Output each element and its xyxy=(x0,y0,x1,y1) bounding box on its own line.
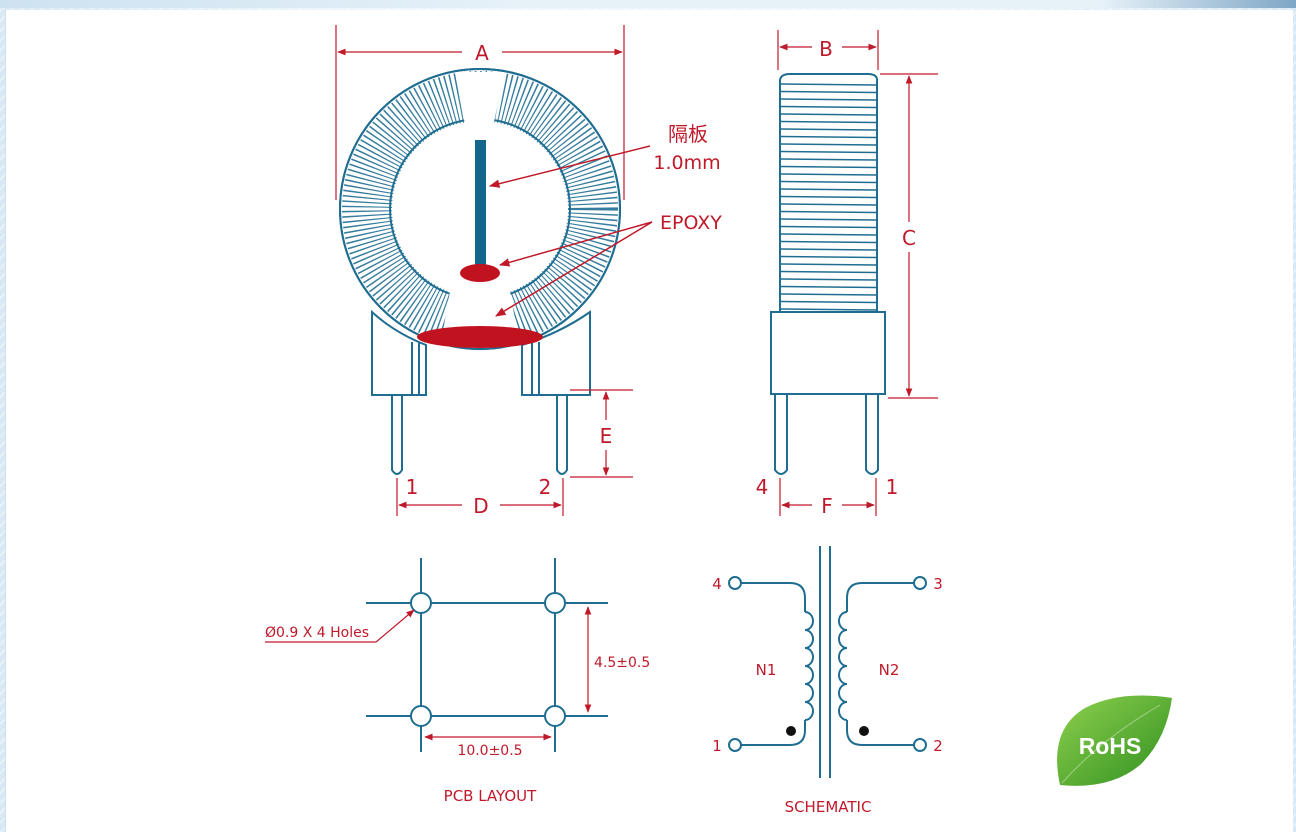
winding-turn xyxy=(780,150,877,154)
pcb-hole xyxy=(544,592,566,614)
pcb-hole xyxy=(410,705,432,727)
winding-turn xyxy=(780,270,877,274)
winding-turn xyxy=(780,285,877,289)
pcb-dimensions xyxy=(265,606,592,741)
winding-turn xyxy=(780,248,877,251)
winding-turn xyxy=(780,255,877,259)
front-view xyxy=(339,68,621,475)
dimension-f-label: F xyxy=(821,494,833,518)
winding-turn xyxy=(780,120,877,124)
side-windings xyxy=(780,83,877,311)
winding-turn xyxy=(780,158,877,161)
winding-turn xyxy=(780,173,877,176)
pcb-layout-title: PCB LAYOUT xyxy=(444,787,538,805)
polarity-dot-n2 xyxy=(859,726,869,736)
coil-holder-base xyxy=(371,309,591,396)
winding-turn xyxy=(780,293,877,296)
dimension-b xyxy=(777,30,879,70)
dimension-a xyxy=(335,25,625,200)
winding-turn xyxy=(780,165,877,169)
pcb-layout xyxy=(366,558,608,752)
dimension-c-label: C xyxy=(902,226,916,250)
side-pin-4-label: 4 xyxy=(756,475,769,499)
winding-turn xyxy=(780,203,877,206)
winding-turn xyxy=(780,240,877,244)
schematic-pin-3: 3 xyxy=(933,575,943,593)
dimension-f xyxy=(779,478,877,516)
winding-turn xyxy=(780,300,877,304)
side-view xyxy=(770,73,886,475)
dimension-d-label: D xyxy=(473,494,488,518)
schematic xyxy=(728,546,927,778)
winding-turn xyxy=(780,218,877,221)
schematic-pin-4: 4 xyxy=(712,575,722,593)
winding-turn xyxy=(780,98,877,101)
dimension-c xyxy=(880,73,938,399)
schematic-title: SCHEMATIC xyxy=(785,798,872,816)
dimension-e-label: E xyxy=(600,424,613,448)
epoxy-label: EPOXY xyxy=(660,212,722,234)
dimension-b-label: B xyxy=(819,37,833,61)
epoxy-callout xyxy=(495,221,653,317)
epoxy-bottom xyxy=(417,326,543,348)
winding-n1-label: N1 xyxy=(756,661,777,679)
winding-turn xyxy=(780,113,877,116)
winding-turn xyxy=(780,90,877,94)
partition-label-cn: 隔板 xyxy=(668,122,708,146)
winding-turn xyxy=(780,210,877,214)
winding-turn xyxy=(780,83,877,86)
side-pin-1-label: 1 xyxy=(886,475,899,499)
dimension-a-label: A xyxy=(475,41,489,65)
partition-callout xyxy=(488,145,651,188)
winding-turn xyxy=(780,135,877,139)
winding-turn xyxy=(780,308,877,311)
front-pin-1-label: 1 xyxy=(406,475,419,499)
winding-turn xyxy=(780,233,877,236)
schematic-pin-1: 1 xyxy=(712,737,722,755)
winding-turn xyxy=(780,105,877,109)
rohs-badge: RoHS xyxy=(1057,695,1172,786)
dimension-e xyxy=(570,389,633,478)
winding-turn xyxy=(780,143,877,146)
winding-turn xyxy=(780,278,877,281)
front-pin-2-label: 2 xyxy=(539,475,552,499)
winding-turn xyxy=(780,263,877,266)
pcb-width-dim: 10.0±0.5 xyxy=(457,743,522,759)
winding-turn xyxy=(780,195,877,199)
winding-turn xyxy=(780,180,877,184)
schematic-pin-2: 2 xyxy=(933,737,943,755)
winding-n2-label: N2 xyxy=(879,661,900,679)
partition-thickness: 1.0mm xyxy=(653,152,720,174)
winding-turn xyxy=(780,128,877,131)
dimension-d xyxy=(396,478,564,516)
epoxy-top xyxy=(460,264,500,282)
polarity-dot-n1 xyxy=(786,726,796,736)
pcb-hole xyxy=(544,705,566,727)
pcb-height-dim: 4.5±0.5 xyxy=(594,655,650,671)
partition-plate xyxy=(475,140,486,270)
top-decoration-bar xyxy=(0,0,1296,8)
pcb-hole xyxy=(410,592,432,614)
winding-turn xyxy=(780,225,877,229)
pcb-hole-spec: Ø0.9 X 4 Holes xyxy=(265,625,369,641)
rohs-text: RoHS xyxy=(1079,733,1142,759)
winding-turn xyxy=(780,188,877,191)
front-pins xyxy=(391,394,568,475)
